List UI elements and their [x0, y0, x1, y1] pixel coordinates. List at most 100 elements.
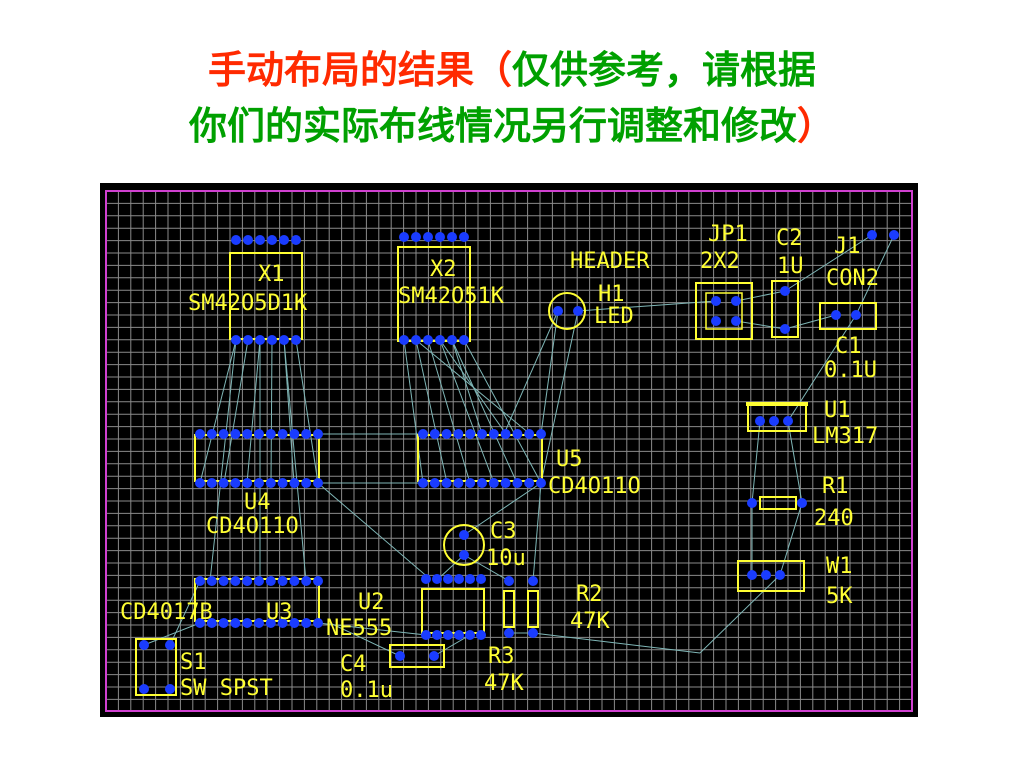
- pad-c2: [780, 286, 790, 296]
- label-h1-value: LED: [594, 304, 634, 329]
- ratsnest-line: [199, 339, 237, 484]
- pad-u5: [512, 429, 523, 439]
- pad-u5: [441, 429, 452, 439]
- pad-u3: [218, 618, 229, 628]
- pad-u4: [242, 478, 253, 488]
- pad-s1: [165, 684, 175, 694]
- ratsnest-line: [855, 234, 895, 316]
- label-u1-ref: U1: [824, 398, 851, 423]
- pad-u5: [524, 429, 535, 439]
- label-u5-ref: U5: [556, 447, 583, 472]
- outline-h1: [548, 292, 586, 330]
- pad-u3: [242, 618, 253, 628]
- pad-u4: [277, 429, 288, 439]
- outline-u2: [421, 588, 485, 634]
- pad-j1: [831, 310, 841, 320]
- pad-x1: [231, 335, 241, 345]
- pad-u3: [195, 576, 205, 586]
- pad-u4: [195, 478, 205, 488]
- pad-r1: [747, 498, 757, 508]
- pad-r3: [528, 576, 538, 586]
- label-u3-value: CD4017B: [120, 600, 213, 625]
- pad-x1: [279, 335, 289, 345]
- title-green-text-2: 你们的实际布线情况另行调整和修改: [188, 104, 797, 148]
- pad-u4: [254, 478, 264, 488]
- pad-u3: [301, 576, 312, 586]
- pad-u2: [443, 574, 453, 584]
- label-r2-ref: R2: [576, 582, 603, 607]
- pad-u4: [206, 429, 217, 439]
- ratsnest-line: [540, 310, 559, 435]
- pad-u3: [218, 576, 229, 586]
- pad-u3: [242, 576, 253, 586]
- label-u4-value: CD4O11O: [206, 514, 299, 539]
- label-r1-ref: R1: [822, 474, 849, 499]
- outline-w1: [737, 560, 805, 592]
- pad-u4: [195, 429, 205, 439]
- title-open-paren: （: [473, 48, 512, 92]
- pad-u5: [418, 429, 428, 439]
- pad-u4: [313, 478, 323, 488]
- title-line-1: 手动布局的结果（仅供参考，请根据: [0, 42, 1024, 98]
- ratsnest-line: [784, 234, 873, 292]
- ratsnest-line: [779, 502, 803, 576]
- ratsnest-line: [577, 300, 717, 312]
- ratsnest-line: [784, 314, 837, 330]
- ratsnest-line: [317, 622, 427, 636]
- slide-title: 手动布局的结果（仅供参考，请根据 你们的实际布线情况另行调整和修改）: [0, 42, 1024, 154]
- pad-u2: [465, 574, 475, 584]
- outline-jp1-inner: [705, 292, 743, 330]
- ratsnest-line: [403, 339, 424, 484]
- pad-u2: [454, 574, 464, 584]
- pad-u5: [465, 429, 476, 439]
- pad-u3: [277, 618, 288, 628]
- pad-c4: [395, 651, 405, 661]
- pad-u4: [313, 429, 323, 439]
- label-u4-ref: U4: [244, 490, 271, 515]
- pad-x2: [459, 232, 469, 242]
- pad-u2: [421, 574, 431, 584]
- pad-jp1: [731, 316, 741, 326]
- pad-u2: [432, 574, 442, 584]
- pad-u5: [488, 429, 499, 439]
- label-r3-ref: R3: [488, 644, 515, 669]
- title-close-paren: ）: [797, 104, 836, 148]
- pad-w1: [775, 570, 785, 580]
- ratsnest-line: [503, 310, 559, 435]
- label-w1-ref: W1: [826, 554, 853, 579]
- pad-u4: [301, 429, 312, 439]
- ratsnest-line: [143, 622, 201, 646]
- ratsnest-line: [451, 339, 518, 484]
- label-c2-value: 1U: [777, 254, 804, 279]
- pad-c3: [459, 550, 469, 560]
- pad-x1: [255, 235, 265, 245]
- ratsnest-line: [735, 320, 786, 330]
- pad-j1: [851, 310, 861, 320]
- label-s1-ref: S1: [180, 650, 207, 675]
- pad-u4: [230, 429, 241, 439]
- ratsnest-line: [427, 339, 471, 484]
- label-x1-ref: X1: [258, 262, 285, 287]
- pad-u2: [476, 574, 486, 584]
- label-u2-value: NE555: [326, 616, 392, 641]
- ratsnest-line: [787, 420, 803, 504]
- pad-u3: [301, 618, 312, 628]
- pad-u3: [254, 618, 264, 628]
- ratsnest-line: [532, 632, 701, 654]
- pad-u3: [206, 618, 217, 628]
- ratsnest-line: [751, 420, 761, 504]
- label-w1-value: 5K: [826, 584, 853, 609]
- pad-r3: [528, 628, 538, 638]
- pad-c3: [459, 530, 469, 540]
- component-pads: [139, 230, 899, 694]
- pad-u1: [783, 416, 793, 426]
- label-jp1-header: HEADER: [570, 249, 650, 274]
- ratsnest-line: [283, 339, 307, 582]
- pad-u4: [289, 478, 300, 488]
- pad-w1: [761, 570, 771, 580]
- outline-x1: [229, 252, 303, 340]
- pad-w1: [747, 570, 757, 580]
- pad-s1: [165, 640, 175, 650]
- ratsnest-line: [433, 634, 471, 657]
- pad-x2: [447, 232, 457, 242]
